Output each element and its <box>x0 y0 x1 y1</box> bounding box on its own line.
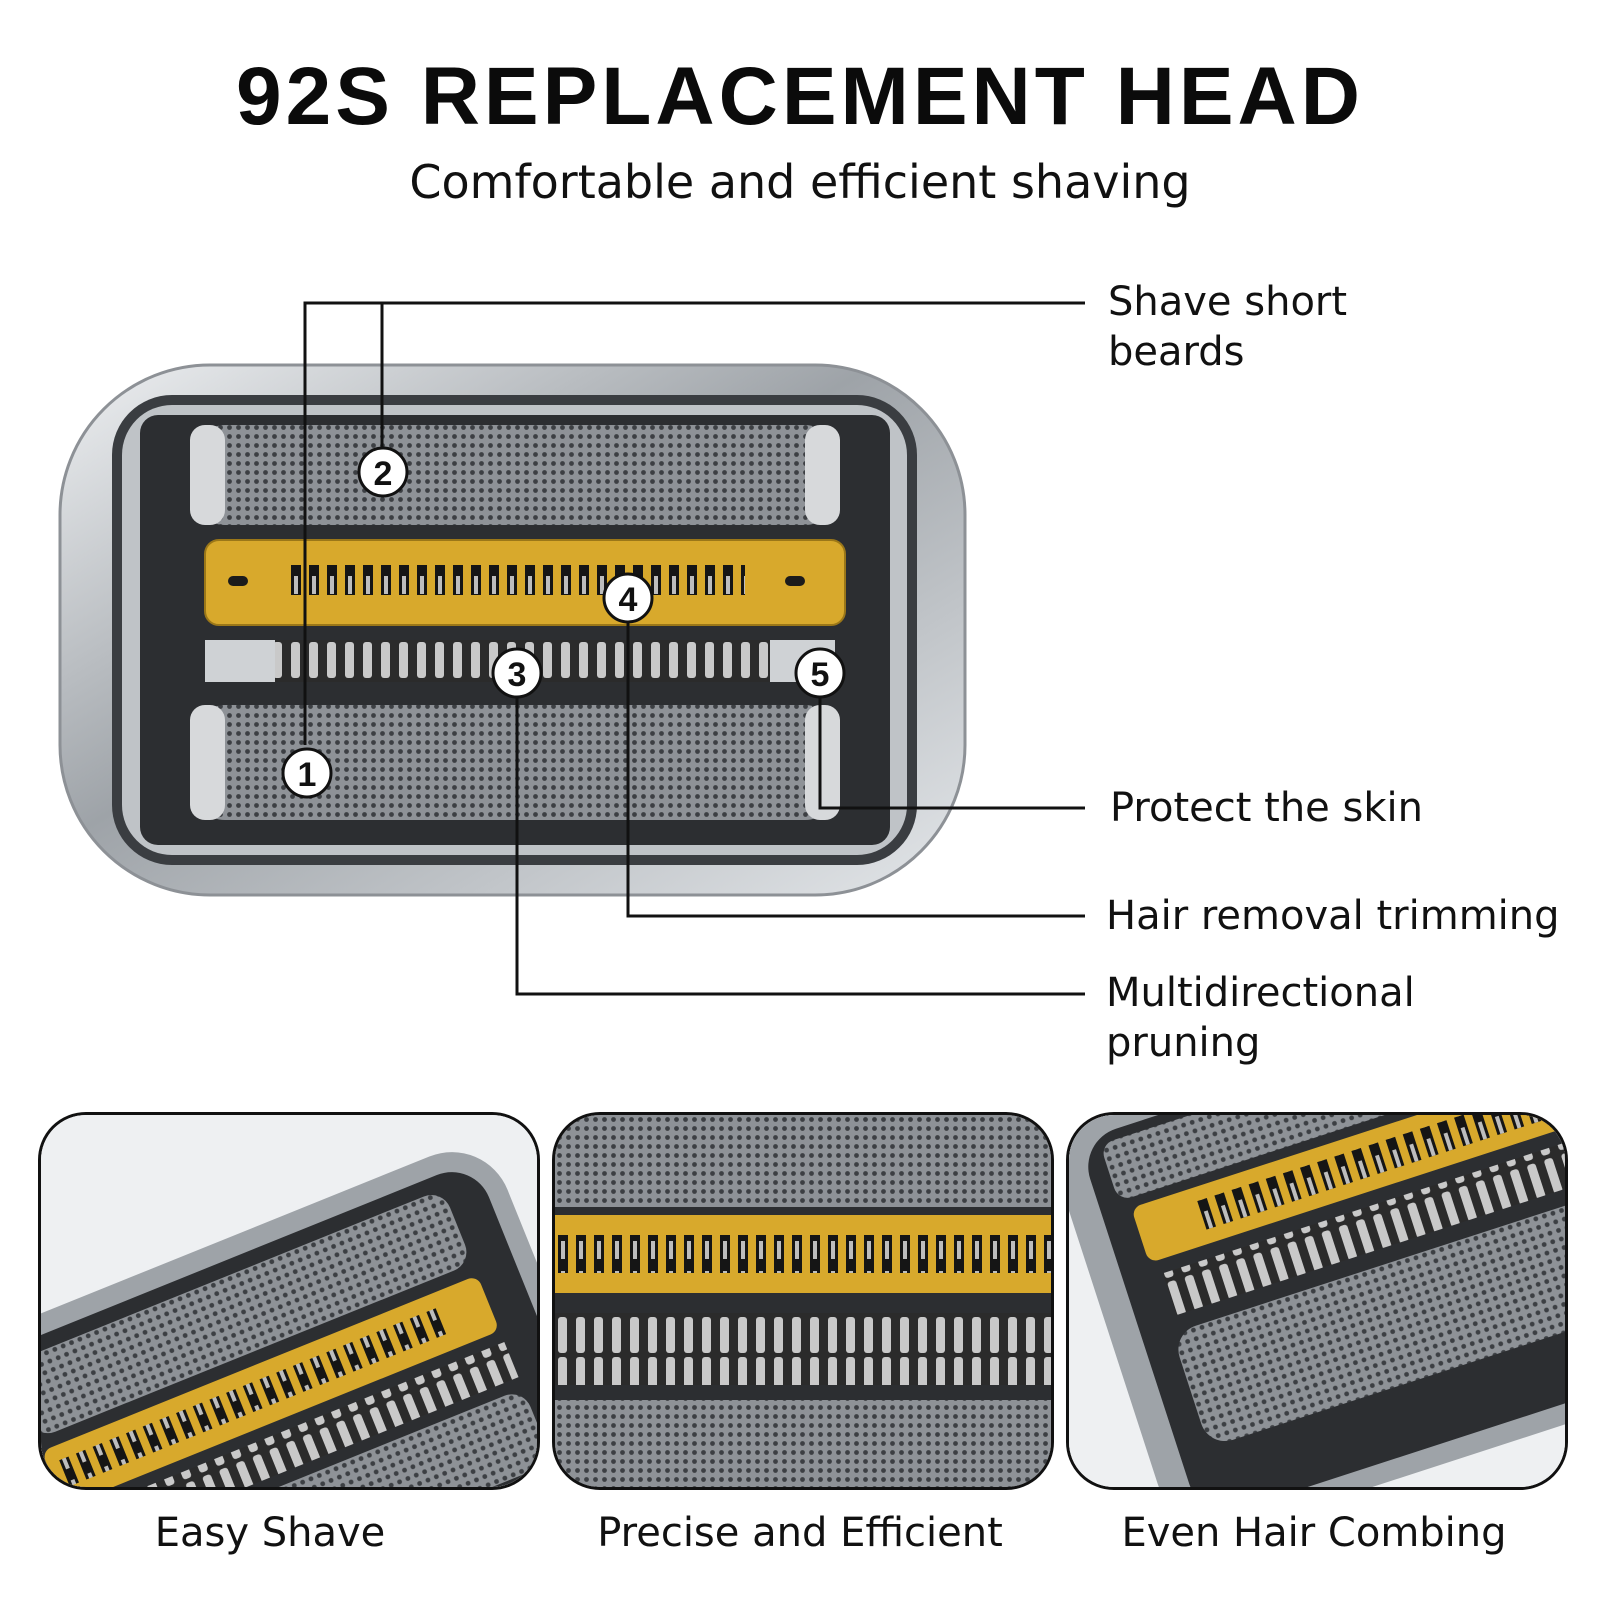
leader-lines <box>303 301 1085 996</box>
label-shave-line2: beards <box>1108 329 1245 375</box>
page-title: 92S REPLACEMENT HEAD <box>236 51 1364 142</box>
page-subtitle: Comfortable and efficient shaving <box>409 155 1191 209</box>
label-hair-removal: Hair removal trimming <box>1106 893 1560 939</box>
marker-1: 1 <box>281 747 333 799</box>
label-protect-skin: Protect the skin <box>1110 785 1423 831</box>
label-multi-line2: pruning <box>1106 1020 1261 1066</box>
foil-top <box>195 425 835 525</box>
label-shave-line1: Shave short <box>1108 279 1348 325</box>
marker-1-label: 1 <box>298 756 317 794</box>
detail-panel-combing <box>1066 1112 1568 1490</box>
detail-panel-precise <box>552 1112 1054 1490</box>
label-multi-line1: Multidirectional <box>1106 970 1415 1016</box>
marker-3: 3 <box>491 647 543 699</box>
marker-3-label: 3 <box>508 656 527 694</box>
marker-4-label: 4 <box>619 581 638 619</box>
marker-2-label: 2 <box>374 455 393 493</box>
detail-panel-easy-shave <box>38 1112 540 1490</box>
caption-precise: Precise and Efficient <box>597 1510 1003 1556</box>
shaver-head-diagram: 1 2 3 4 5 <box>58 301 1085 996</box>
caption-combing: Even Hair Combing <box>1121 1510 1507 1556</box>
foil-bottom <box>195 705 835 820</box>
marker-5: 5 <box>794 647 846 699</box>
label-shave-short-beards: Shave short beards <box>1108 277 1347 377</box>
marker-2: 2 <box>357 446 409 498</box>
caption-easy-shave: Easy Shave <box>154 1510 386 1556</box>
label-multidirectional: Multidirectional pruning <box>1106 968 1415 1068</box>
marker-4: 4 <box>602 572 654 624</box>
marker-5-label: 5 <box>811 656 830 694</box>
